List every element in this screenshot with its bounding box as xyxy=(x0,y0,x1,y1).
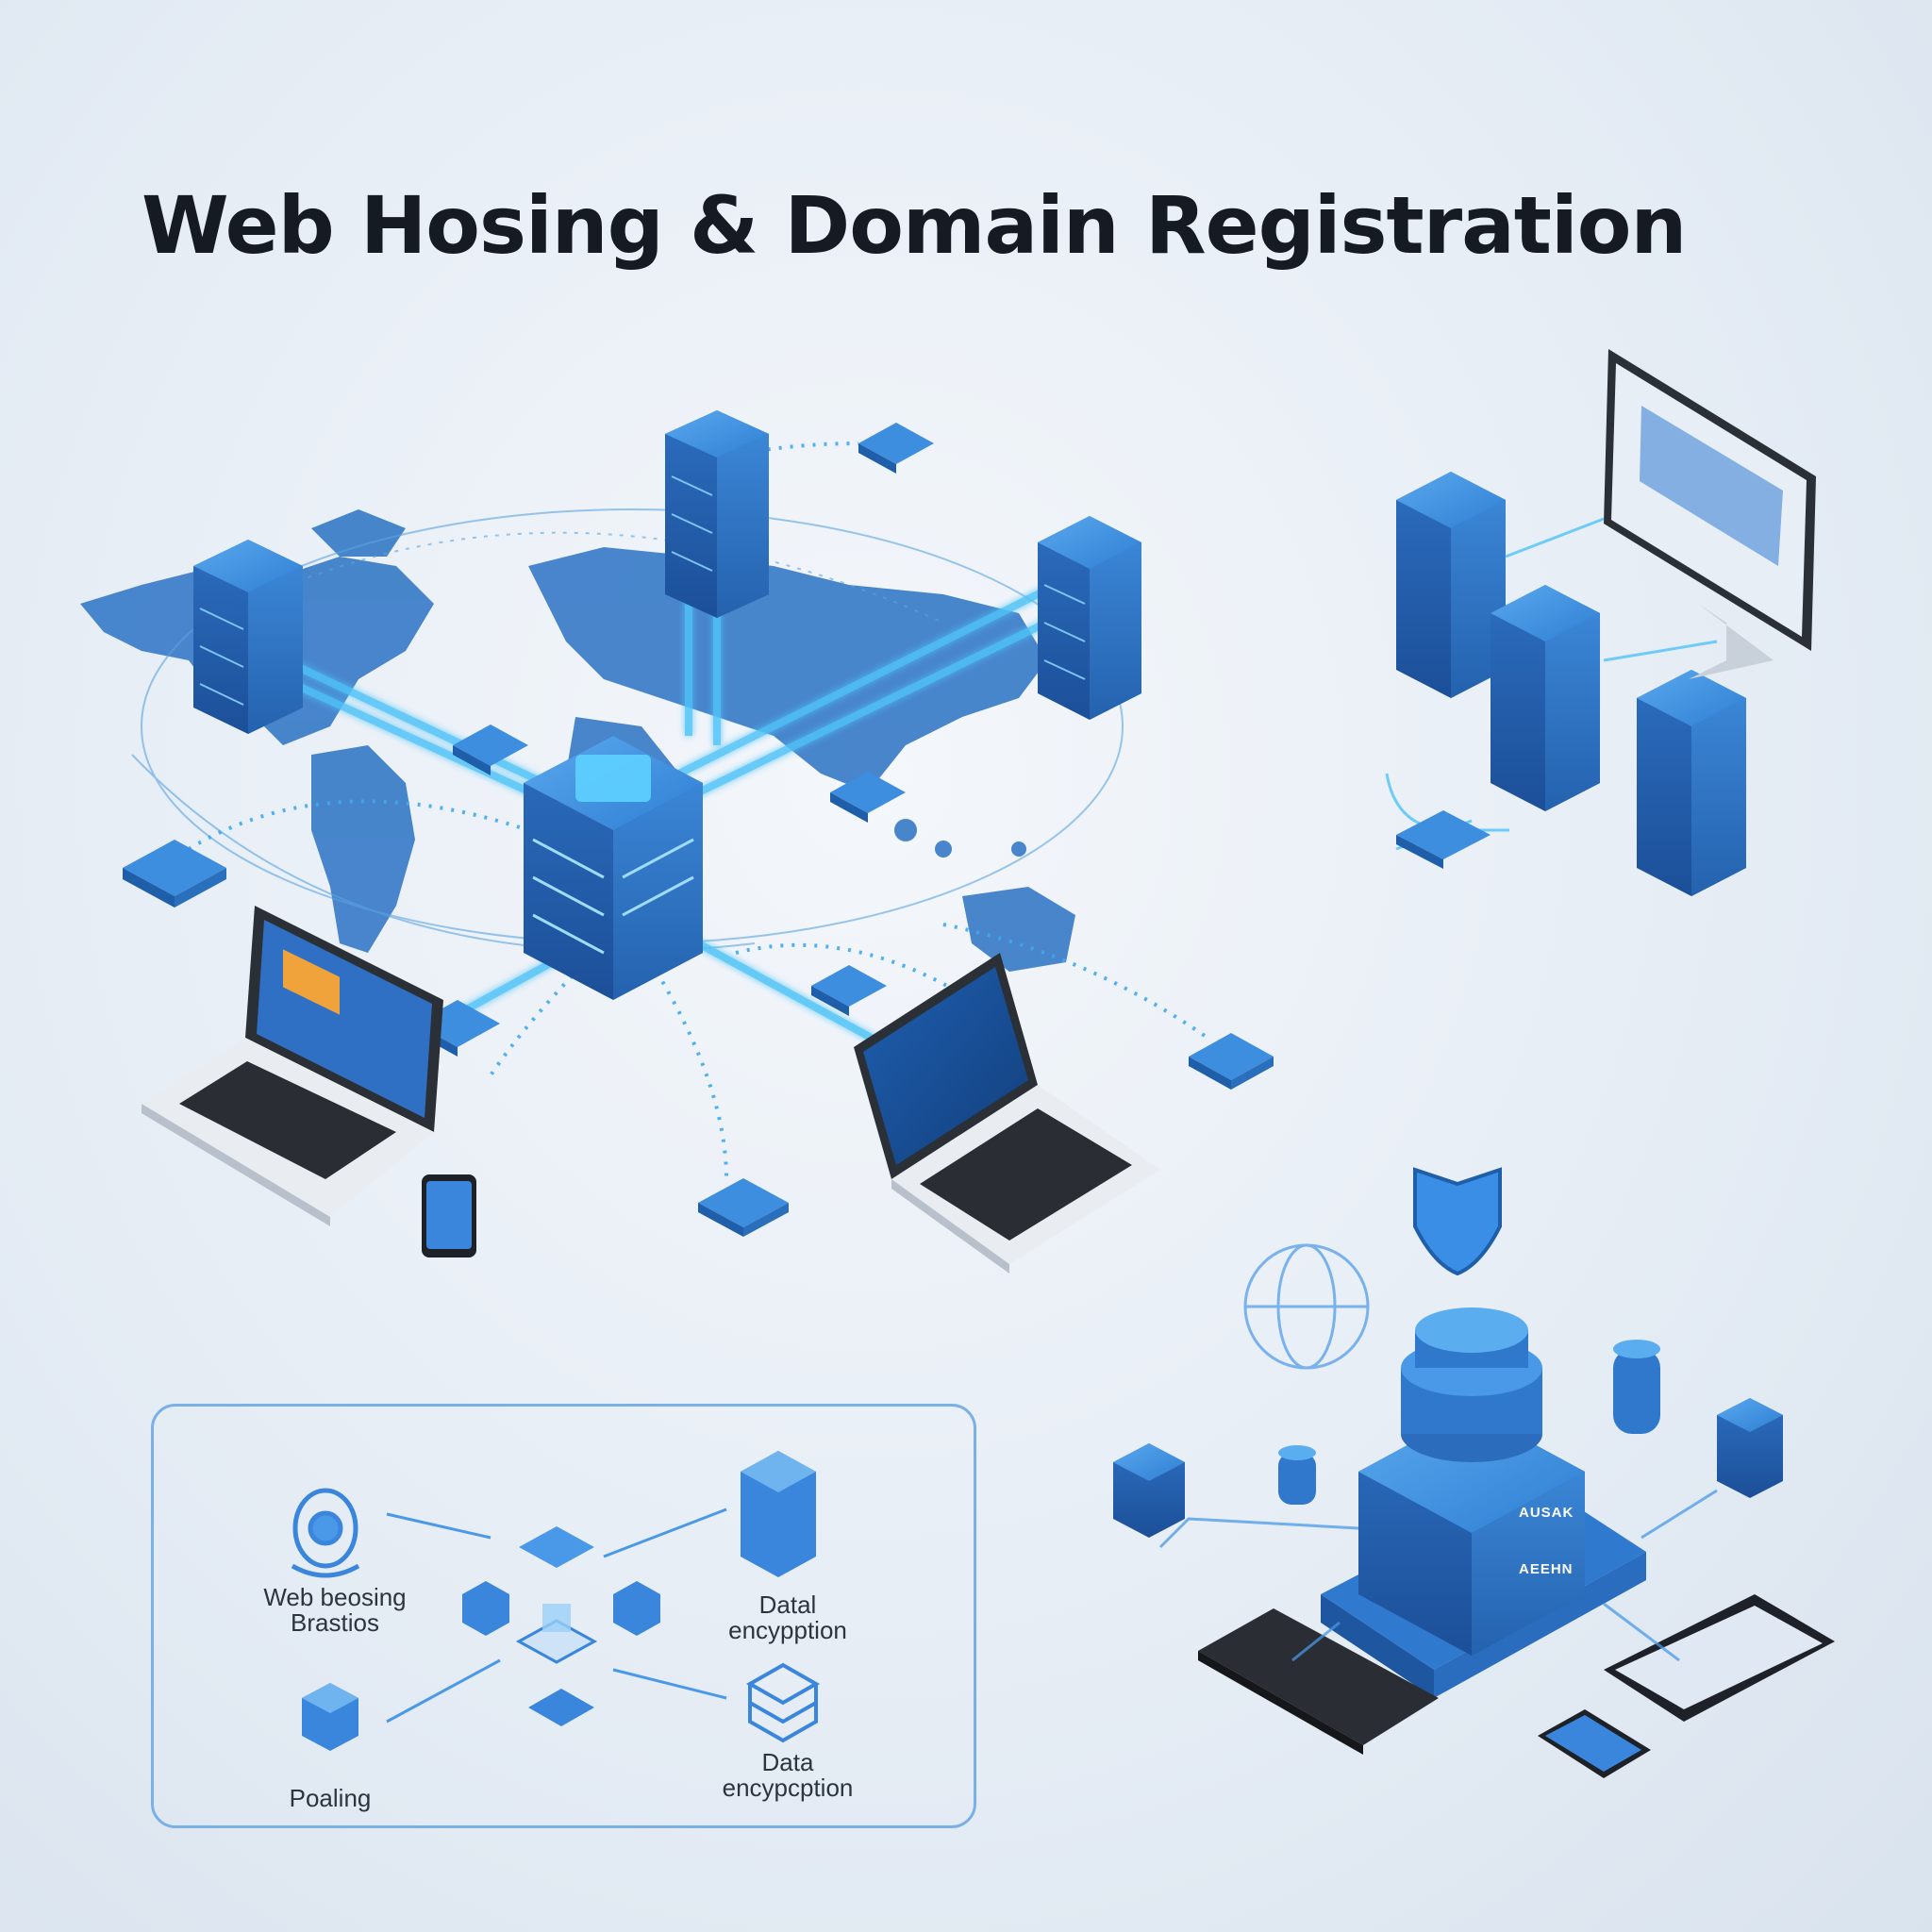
laptop-center xyxy=(854,953,1160,1274)
legend-panel xyxy=(151,1404,976,1828)
legend-arrows xyxy=(386,1507,727,1724)
globe-icon xyxy=(1243,1243,1370,1370)
smartphone-right xyxy=(1538,1709,1651,1778)
server-stack-west xyxy=(193,540,303,734)
database-icon xyxy=(741,1451,816,1577)
legend-label-encryption-2: Data encypcption xyxy=(703,1748,873,1803)
desktop-monitor xyxy=(1604,349,1816,679)
legend-label-line: Web beosing xyxy=(263,1583,407,1611)
pooling-icon xyxy=(302,1683,358,1751)
server-stack-east xyxy=(1038,516,1141,720)
legend-diagram xyxy=(291,1451,821,1751)
tablet xyxy=(1604,1594,1835,1722)
keyboard xyxy=(1198,1608,1439,1755)
legend-label-pooling: Poaling xyxy=(269,1784,391,1812)
page-title: Web Hosing & Domain Registration xyxy=(142,179,1687,272)
server-stack-tr-1 xyxy=(1396,472,1506,698)
smartphone-left xyxy=(422,1174,476,1257)
legend-label-line: Poaling xyxy=(289,1784,372,1812)
legend-label-line: Brastios xyxy=(291,1608,379,1638)
stack-tag-bottom: AEEHN xyxy=(1519,1561,1574,1577)
legend-label-encryption-1: Datal encypption xyxy=(703,1591,873,1645)
platform-links xyxy=(1158,1489,1718,1662)
legend-label-line: encypcption xyxy=(722,1774,854,1803)
security-platform xyxy=(1321,1410,1646,1698)
central-node xyxy=(462,1526,660,1726)
server-stack-central xyxy=(524,736,703,1000)
shield-icon xyxy=(1413,1167,1502,1276)
server-stack-tr-2 xyxy=(1491,585,1600,811)
server-stack-north xyxy=(665,410,769,618)
side-servers xyxy=(1113,1340,1783,1538)
legend-label-line: encypption xyxy=(728,1616,847,1645)
hosting-icon xyxy=(291,1488,360,1578)
tr-chip xyxy=(1396,810,1491,869)
legend-label-line: Data xyxy=(761,1748,814,1776)
server-stack-tr-3 xyxy=(1637,670,1746,896)
legend-label-line: Datal xyxy=(758,1591,817,1619)
stack-tag-top: AUSAK xyxy=(1519,1505,1574,1521)
chip-tiles xyxy=(123,423,1274,1237)
laptop-left xyxy=(142,906,443,1226)
legend-label-hosting: Web beosing Brastios xyxy=(250,1583,420,1638)
database-outline-icon xyxy=(745,1662,821,1743)
database-cylinders xyxy=(1401,1307,1542,1462)
